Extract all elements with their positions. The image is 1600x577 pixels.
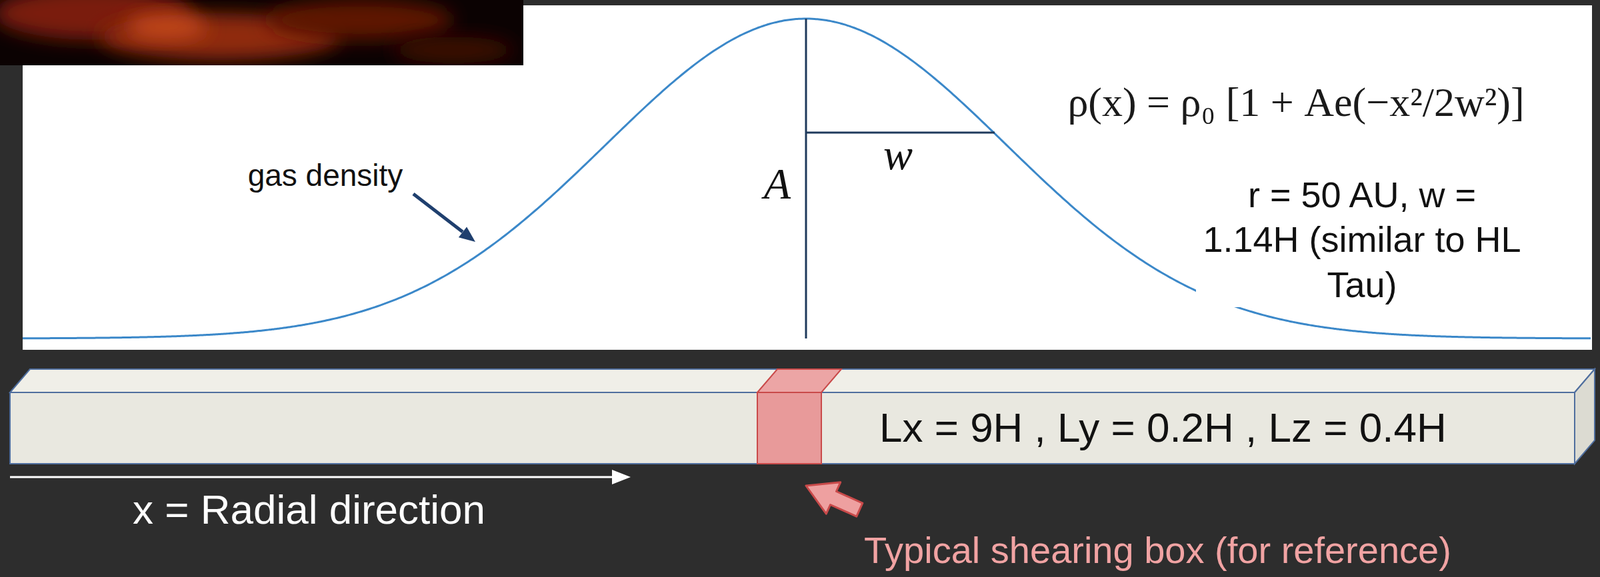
axis-arrow-head [612, 470, 631, 485]
nebula-image [0, 0, 524, 66]
image-glow [266, 0, 454, 40]
callout-label: Typical shearing box (for reference) [864, 530, 1452, 572]
simulation-box: Lx = 9H , Ly = 0.2H , Lz = 0.4H [10, 369, 1595, 464]
density-formula: ρ(x) = ρ₀ [1 + Ae(−x²/2w²)] [1067, 79, 1524, 125]
curve-label: gas density [248, 158, 404, 193]
callout-arrow [806, 482, 863, 517]
box-front-face [10, 392, 1575, 464]
width-symbol: w [883, 130, 913, 180]
box-dimensions: Lx = 9H , Ly = 0.2H , Lz = 0.4H [879, 405, 1447, 451]
pointer-line [413, 194, 463, 232]
plot-panel [22, 5, 1592, 350]
axis-arrow-line [10, 476, 617, 479]
parameter-note: r = 50 AU, w = 1.14H (similar to HL Tau) [1196, 172, 1528, 308]
box-side-face [1574, 369, 1595, 464]
pointer-head [458, 226, 476, 242]
image-glow [393, 36, 514, 64]
shearing-box-front [757, 392, 822, 464]
amplitude-symbol: A [764, 160, 791, 209]
axis-label: x = Radial direction [132, 487, 486, 533]
box-top-face [10, 369, 1595, 393]
density-curve [22, 18, 1591, 339]
amplitude-line [805, 18, 808, 339]
image-glow [126, 14, 207, 39]
shearing-box-top [757, 369, 842, 393]
